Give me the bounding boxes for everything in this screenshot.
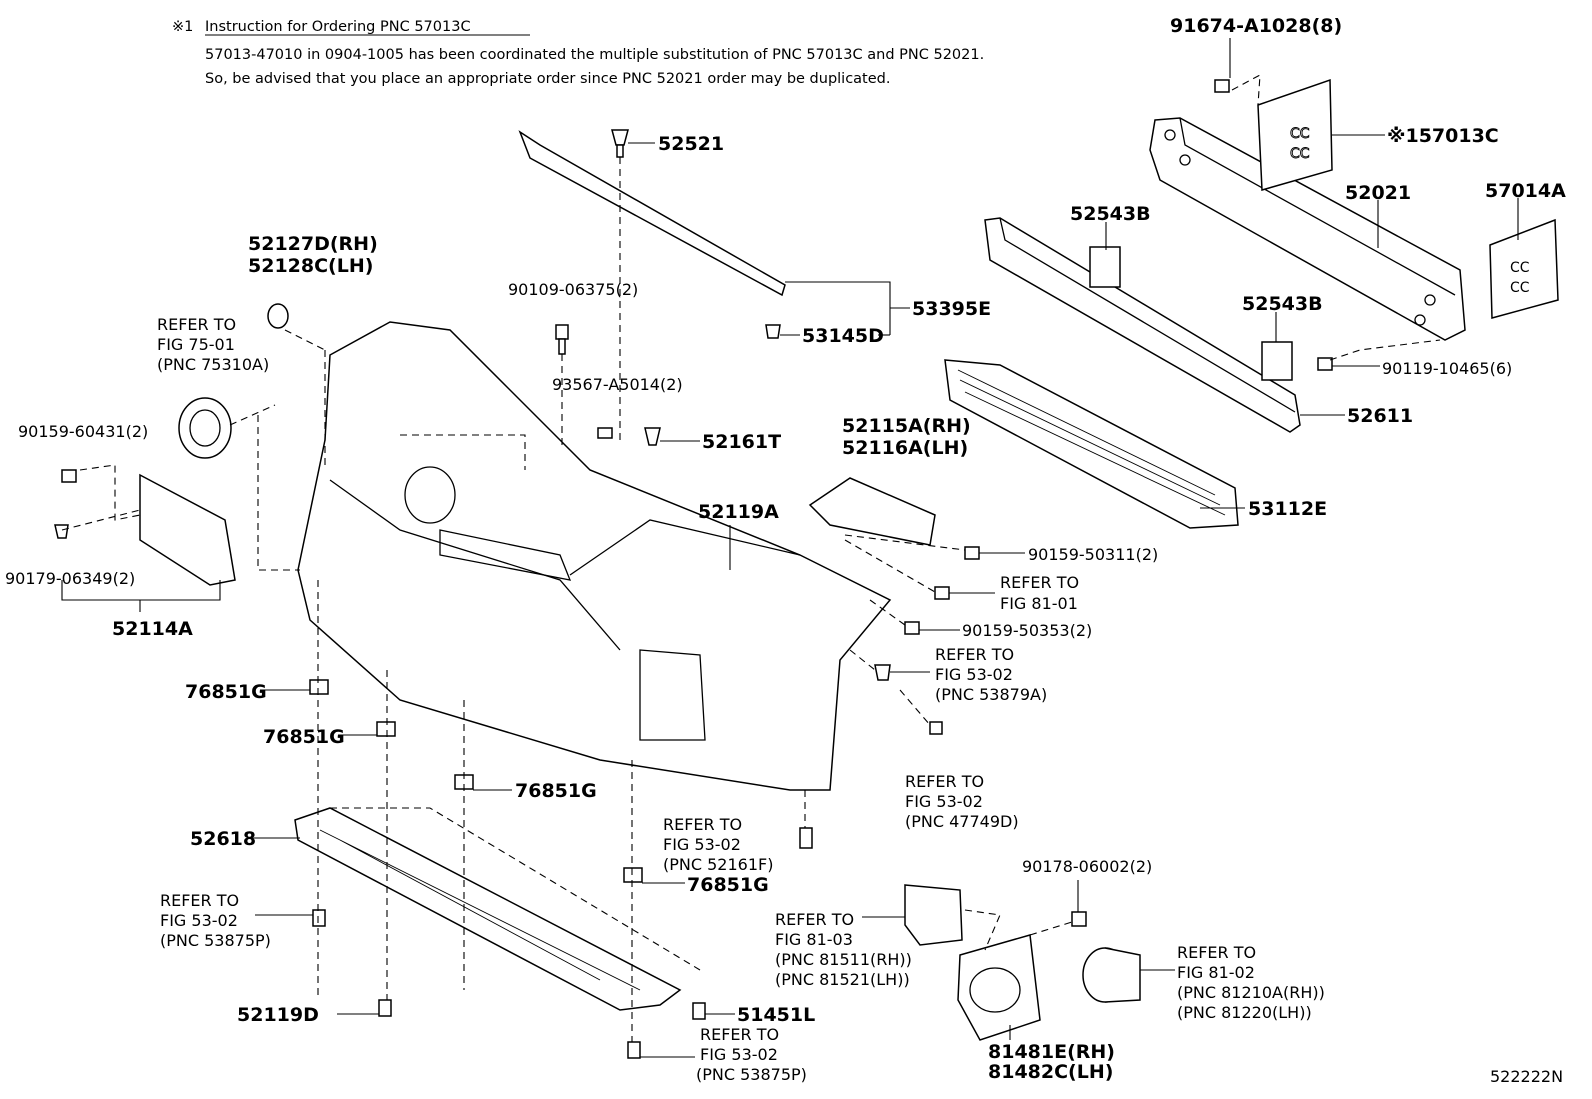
- part-labels: 91674-A1028(8) ※157013C 52521 52021 5701…: [5, 15, 1566, 1086]
- label-refer-53879-line3: (PNC 53879A): [935, 685, 1047, 704]
- label-refer-53879-line2: FIG 53-02: [935, 665, 1013, 684]
- label-52116a: 52116A(LH): [842, 437, 968, 459]
- pad-52543b-lower: [1261, 341, 1293, 381]
- label-refer-81-01-line1: REFER TO: [1000, 573, 1079, 592]
- label-refer-47749-line1: REFER TO: [905, 772, 984, 791]
- label-refer-52161f-line1: REFER TO: [663, 815, 742, 834]
- label-refer-81-01-line2: FIG 81-01: [1000, 594, 1078, 613]
- note-title: Instruction for Ordering PNC 57013C: [205, 19, 471, 35]
- label-90179: 90179-06349(2): [5, 569, 135, 588]
- label-81481e: 81481E(RH): [988, 1041, 1115, 1063]
- label-refer-81-03-line2: FIG 81-03: [775, 930, 853, 949]
- label-90159-50311: 90159-50311(2): [1028, 545, 1158, 564]
- label-57014a: 57014A: [1485, 180, 1566, 202]
- label-52618: 52618: [190, 828, 256, 850]
- label-52161t: 52161T: [702, 431, 781, 453]
- label-refer-47749-line2: FIG 53-02: [905, 792, 983, 811]
- label-52115a: 52115A(RH): [842, 415, 971, 437]
- svg-text:CC: CC: [1290, 146, 1310, 162]
- label-52521: 52521: [658, 133, 724, 155]
- label-57013c: ※157013C: [1387, 125, 1499, 147]
- label-refer-81-03-line4: (PNC 81521(LH)): [775, 970, 910, 989]
- label-refer-53875a-line2: FIG 53-02: [160, 911, 238, 930]
- bracket-57013c: CC CC: [1257, 78, 1333, 191]
- fog-lamp-bezel: [957, 934, 1041, 1041]
- label-51451l: 51451L: [737, 1004, 815, 1026]
- energy-absorber: [984, 217, 1301, 433]
- label-refer-81-02-line4: (PNC 81220(LH)): [1177, 1003, 1312, 1022]
- lower-grille: [944, 359, 1239, 529]
- label-76851g-c: 76851G: [515, 780, 597, 802]
- label-52119d: 52119D: [237, 1004, 319, 1026]
- label-52127d: 52127D(RH): [248, 233, 378, 255]
- label-refer-53879-line1: REFER TO: [935, 645, 1014, 664]
- label-refer-52161f-line2: FIG 53-02: [663, 835, 741, 854]
- label-91674: 91674-A1028(8): [1170, 15, 1342, 37]
- note-mark: ※1: [172, 19, 193, 35]
- bumper-reinforcement: [1149, 117, 1466, 341]
- fog-lamp-cover: [904, 884, 963, 946]
- label-53145d: 53145D: [802, 325, 884, 347]
- label-52114a: 52114A: [112, 618, 193, 640]
- note-line-1: 57013-47010 in 0904-1005 has been coordi…: [205, 47, 984, 63]
- leader-lines: [61, 38, 1519, 1058]
- label-refer-75-line3: (PNC 75310A): [157, 355, 269, 374]
- label-81482c: 81482C(LH): [988, 1061, 1113, 1083]
- label-refer-75-line2: FIG 75-01: [157, 335, 235, 354]
- label-93567: 93567-A5014(2): [552, 375, 683, 394]
- label-refer-81-02-line1: REFER TO: [1177, 943, 1256, 962]
- note-line-2: So, be advised that you place an appropr…: [205, 71, 890, 87]
- side-bracket: [808, 477, 936, 546]
- label-refer-53875b-line1: REFER TO: [700, 1025, 779, 1044]
- label-76851g-d: 76851G: [687, 874, 769, 896]
- svg-text:CC: CC: [1290, 126, 1310, 142]
- label-90178: 90178-06002(2): [1022, 857, 1152, 876]
- label-refer-75-line1: REFER TO: [157, 315, 236, 334]
- label-53395e: 53395E: [912, 298, 991, 320]
- svg-text:CC: CC: [1510, 260, 1530, 276]
- label-52611: 52611: [1347, 405, 1413, 427]
- label-52543b-lower: 52543B: [1242, 293, 1323, 315]
- label-52119a: 52119A: [698, 501, 779, 523]
- svg-text:CC: CC: [1510, 280, 1530, 296]
- label-90109: 90109-06375(2): [508, 280, 638, 299]
- fasteners: [54, 79, 1333, 1059]
- label-refer-53875a-line3: (PNC 53875P): [160, 931, 271, 950]
- label-refer-81-02-line3: (PNC 81210A(RH)): [1177, 983, 1325, 1002]
- label-refer-53875b-line2: FIG 53-02: [700, 1045, 778, 1064]
- bumper-cover: [297, 321, 892, 791]
- label-refer-81-03-line1: REFER TO: [775, 910, 854, 929]
- undercover: [294, 807, 682, 1011]
- label-90159-60431: 90159-60431(2): [18, 422, 148, 441]
- bracket-57014a: CC CC: [1489, 218, 1559, 319]
- label-76851g-b: 76851G: [263, 726, 345, 748]
- assembly-lines: [61, 74, 1441, 1042]
- label-52128c: 52128C(LH): [248, 255, 373, 277]
- label-refer-81-03-line3: (PNC 81511(RH)): [775, 950, 912, 969]
- label-refer-53875b-line3: (PNC 53875P): [696, 1065, 807, 1084]
- ordering-note: ※1 Instruction for Ordering PNC 57013C 5…: [172, 19, 984, 87]
- license-bracket: [139, 473, 236, 586]
- figure-id: 522222N: [1490, 1067, 1563, 1086]
- label-refer-53875a-line1: REFER TO: [160, 891, 239, 910]
- label-52021: 52021: [1345, 182, 1411, 204]
- label-refer-52161f-line3: (PNC 52161F): [663, 855, 773, 874]
- label-refer-47749-line3: (PNC 47749D): [905, 812, 1019, 831]
- pad-52543b-upper: [1089, 246, 1121, 288]
- label-refer-81-02-line2: FIG 81-02: [1177, 963, 1255, 982]
- label-76851g-a: 76851G: [185, 681, 267, 703]
- label-52543b-upper: 52543B: [1070, 203, 1151, 225]
- fog-lamp: [1082, 947, 1141, 1003]
- label-90119: 90119-10465(6): [1382, 359, 1512, 378]
- upper-retainer: [518, 130, 786, 297]
- label-53112e: 53112E: [1248, 498, 1327, 520]
- label-90159-50353: 90159-50353(2): [962, 621, 1092, 640]
- toyota-emblem: [178, 397, 232, 459]
